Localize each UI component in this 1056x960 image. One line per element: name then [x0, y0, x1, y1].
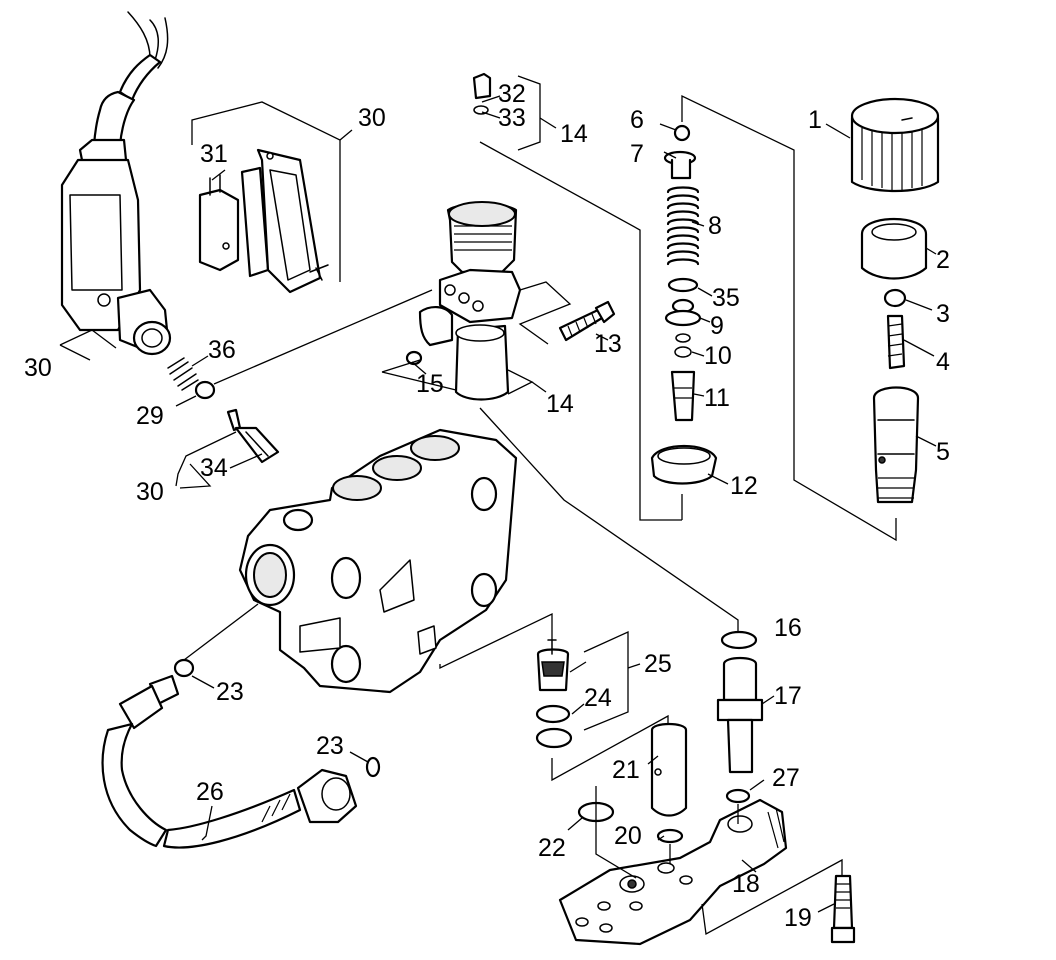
callout-2: 2	[936, 246, 950, 274]
washer-35	[667, 277, 699, 293]
callout-23-left: 23	[216, 678, 244, 706]
pump-housing	[238, 428, 518, 694]
nut-3	[883, 288, 907, 308]
valve-body-5	[872, 386, 920, 504]
callout-36: 36	[208, 336, 236, 364]
callout-26: 26	[196, 778, 224, 806]
callout-35: 35	[712, 284, 740, 312]
callout-3: 3	[936, 300, 950, 328]
piston-11	[670, 370, 696, 422]
leader-lines	[59, 75, 937, 936]
valve-9	[664, 298, 702, 327]
o-rings-10	[674, 333, 692, 358]
callout-34: 34	[200, 454, 228, 482]
rod-4	[886, 314, 906, 370]
callout-12: 12	[730, 472, 758, 500]
o-ring-16	[720, 630, 758, 650]
valve-housing	[418, 201, 522, 401]
pin-34	[226, 408, 280, 464]
o-ring-23b	[365, 756, 381, 778]
electrical-switch-part	[198, 174, 240, 272]
callout-13: 13	[594, 330, 622, 358]
callout-8: 8	[708, 212, 722, 240]
callout-9: 9	[710, 312, 724, 340]
spring-8	[666, 186, 700, 266]
ball-6	[673, 124, 691, 142]
callout-19: 19	[784, 904, 812, 932]
o-ring-24	[535, 704, 573, 749]
o-ring-20	[656, 828, 684, 844]
callout-27: 27	[772, 764, 800, 792]
callout-16: 16	[774, 614, 802, 642]
o-ring-29	[194, 380, 216, 400]
callout-23-right: 23	[316, 732, 344, 760]
callout-14-lower: 14	[546, 390, 574, 418]
manifold-18	[558, 798, 788, 946]
callout-33: 33	[498, 104, 526, 132]
tube-17	[716, 656, 764, 774]
callout-6: 6	[630, 106, 644, 134]
callout-11: 11	[704, 384, 730, 412]
callout-31: 31	[200, 140, 228, 168]
callout-30-lower: 30	[136, 478, 164, 506]
callout-5: 5	[936, 438, 950, 466]
callout-7: 7	[630, 140, 644, 168]
nut-12	[650, 444, 718, 485]
callout-30-top: 30	[358, 104, 386, 132]
callout-labels: 1 2 3 4 5 6 7 8 9 10 11 12 13 14 14 15 1…	[24, 80, 950, 932]
hose-26	[101, 674, 358, 849]
seal-gasket-set	[240, 148, 329, 294]
callout-4: 4	[936, 348, 950, 376]
bolt-19	[830, 874, 856, 944]
knob-1	[850, 97, 940, 193]
callout-1: 1	[808, 106, 822, 134]
nut-2	[860, 218, 928, 280]
valve-25	[536, 639, 570, 692]
screw-13	[558, 300, 616, 342]
pressure-switch	[60, 11, 172, 356]
pipe-21	[650, 722, 688, 817]
o-ring-27	[725, 788, 751, 804]
callout-32: 32	[498, 80, 526, 108]
callout-17: 17	[774, 682, 802, 710]
valve-cap-32	[472, 72, 492, 115]
callout-18: 18	[732, 870, 760, 898]
callout-14-top: 14	[560, 120, 588, 148]
callout-22: 22	[538, 834, 566, 862]
callout-24: 24	[584, 684, 612, 712]
callout-10: 10	[704, 342, 732, 370]
callout-30-left: 30	[24, 354, 52, 382]
o-ring-23a	[173, 658, 195, 678]
callout-20: 20	[614, 822, 642, 850]
callout-15: 15	[416, 370, 444, 398]
callout-21: 21	[612, 756, 640, 784]
callout-29: 29	[136, 402, 164, 430]
callout-25: 25	[644, 650, 672, 678]
spring	[167, 357, 199, 391]
valve-seat-7	[663, 150, 697, 180]
